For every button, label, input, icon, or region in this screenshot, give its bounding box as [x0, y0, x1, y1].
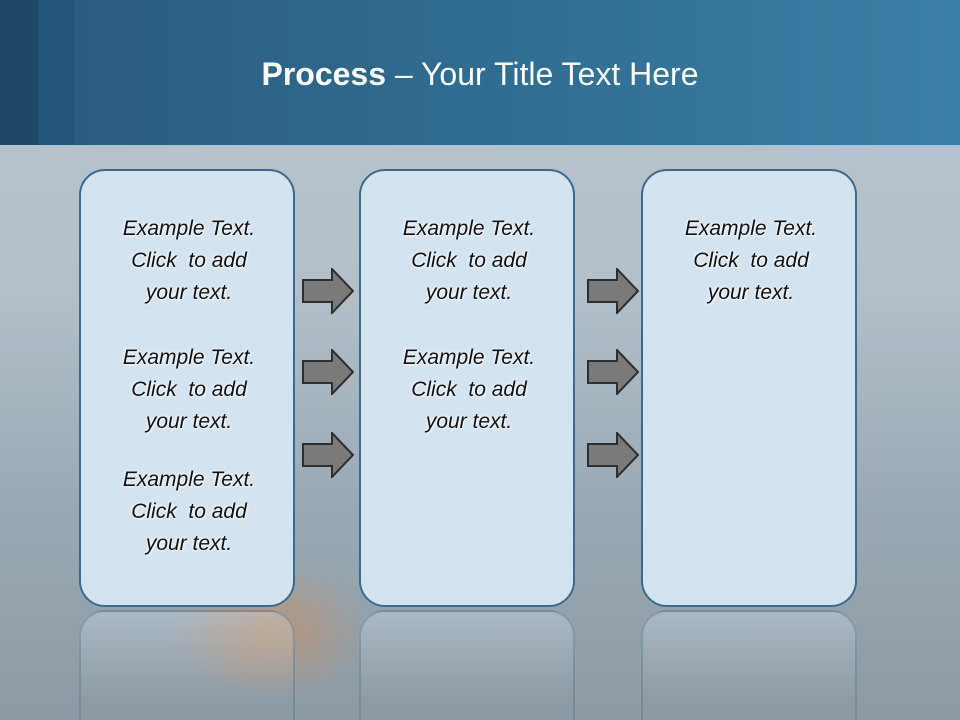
text-line: Example Text.: [122, 468, 256, 491]
text-line: Example Text.: [684, 217, 818, 240]
text-placeholder[interactable]: Example Text. Click to add your text.: [81, 342, 297, 438]
text-line: your text.: [425, 410, 513, 433]
slide-title-bold: Process: [261, 56, 387, 92]
text-line: Click to add: [411, 378, 527, 401]
right-arrow-icon: [302, 432, 354, 478]
right-arrow-icon: [587, 432, 639, 478]
text-line: your text.: [145, 410, 233, 433]
process-step-box-3[interactable]: Example Text. Click to add your text.: [641, 169, 857, 607]
text-line: Example Text.: [402, 217, 536, 240]
text-placeholder[interactable]: Example Text. Click to add your text.: [361, 342, 577, 438]
text-line: your text.: [145, 281, 233, 304]
text-placeholder[interactable]: Example Text. Click to add your text.: [81, 213, 297, 309]
text-line: Click to add: [131, 378, 247, 401]
box-reflection: [641, 610, 857, 720]
text-line: Example Text.: [122, 346, 256, 369]
text-line: your text.: [425, 281, 513, 304]
text-line: Click to add: [131, 500, 247, 523]
title-bar-stripe: [0, 0, 38, 145]
text-line: Click to add: [131, 249, 247, 272]
title-bar-stripe: [38, 0, 74, 145]
process-step-box-2[interactable]: Example Text. Click to add your text. Ex…: [359, 169, 575, 607]
text-placeholder[interactable]: Example Text. Click to add your text.: [361, 213, 577, 309]
text-line: Click to add: [693, 249, 809, 272]
slide-title-rest: – Your Title Text Here: [386, 56, 699, 92]
box-reflection: [79, 610, 295, 720]
right-arrow-icon: [302, 349, 354, 395]
text-line: Example Text.: [402, 346, 536, 369]
text-line: Example Text.: [122, 217, 256, 240]
text-line: your text.: [145, 532, 233, 555]
text-line: your text.: [707, 281, 795, 304]
text-placeholder[interactable]: Example Text. Click to add your text.: [81, 464, 297, 560]
title-bar: Process – Your Title Text Here: [0, 0, 960, 145]
text-placeholder[interactable]: Example Text. Click to add your text.: [643, 213, 859, 309]
text-line: Click to add: [411, 249, 527, 272]
right-arrow-icon: [302, 268, 354, 314]
slide-title[interactable]: Process – Your Title Text Here: [0, 56, 960, 93]
right-arrow-icon: [587, 268, 639, 314]
right-arrow-icon: [587, 349, 639, 395]
box-reflection: [359, 610, 575, 720]
process-step-box-1[interactable]: Example Text. Click to add your text. Ex…: [79, 169, 295, 607]
